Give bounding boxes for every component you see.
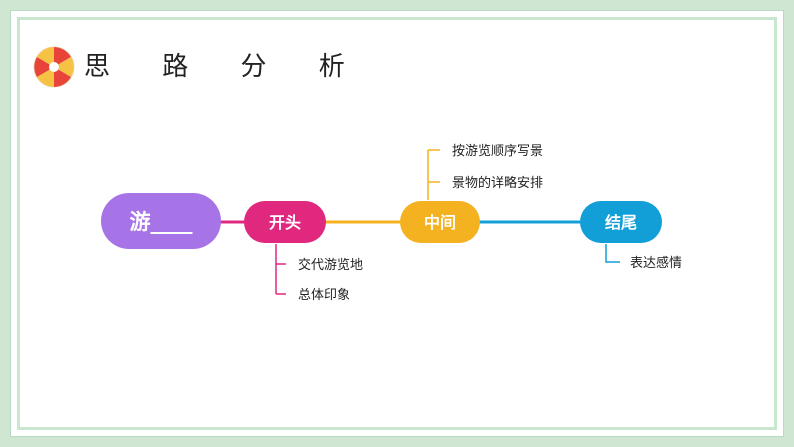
branch-middle-leaves [427, 149, 440, 200]
root-node-label: 游____ [130, 210, 193, 234]
leaf-start-1: 交代游览地 [298, 257, 363, 273]
leaf-end-1: 表达感情 [630, 255, 682, 271]
branch-end-leaves [605, 244, 620, 263]
node-start [244, 201, 326, 243]
node-end [580, 201, 662, 243]
node-middle-label: 中间 [424, 213, 456, 232]
pinwheel-logo-icon [33, 46, 75, 88]
slide-inner-border [17, 17, 777, 430]
leaf-start-2: 总体印象 [298, 288, 350, 303]
node-end-label: 结尾 [604, 213, 637, 232]
root-node [101, 193, 221, 249]
leaf-middle-2: 景物的详略安排 [452, 175, 543, 191]
branch-start-leaves [275, 244, 286, 295]
leaf-middle-1: 按游览顺序写景 [452, 143, 543, 159]
node-start-label: 开头 [269, 213, 301, 232]
page-title: 思 路 分 析 [84, 52, 367, 82]
node-middle [400, 201, 480, 243]
